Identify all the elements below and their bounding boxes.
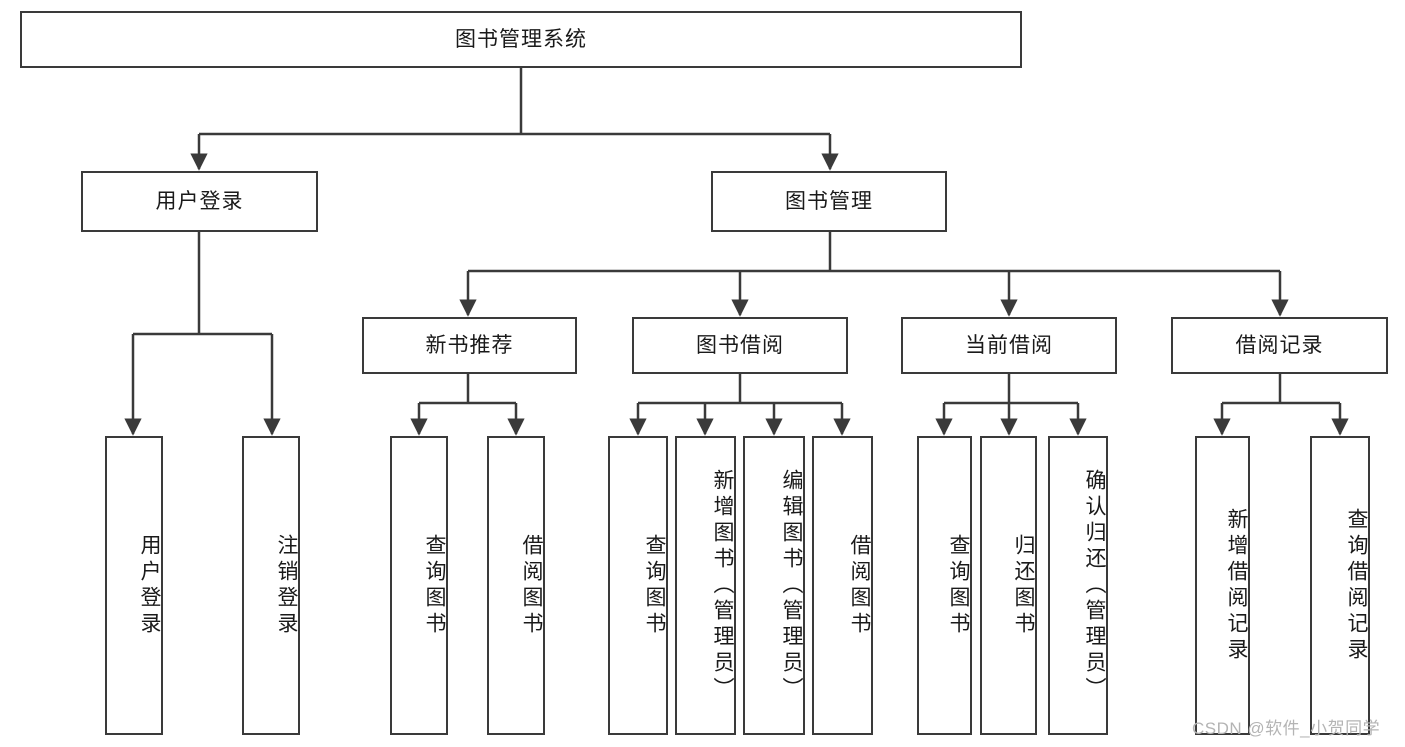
node-new-book-recommend[interactable]: 新书推荐: [362, 317, 577, 374]
leaf-query-book-borrow[interactable]: 查询图书: [608, 436, 668, 735]
node-borrow-record[interactable]: 借阅记录: [1171, 317, 1388, 374]
leaf-add-book-admin[interactable]: 新增图书（管理员）: [675, 436, 736, 735]
node-book-management[interactable]: 图书管理: [711, 171, 947, 232]
leaf-borrow-book[interactable]: 借阅图书: [812, 436, 873, 735]
leaf-edit-book-admin[interactable]: 编辑图书（管理员）: [743, 436, 805, 735]
leaf-add-borrow-record[interactable]: 新增借阅记录: [1195, 436, 1250, 735]
leaf-user-login[interactable]: 用户登录: [105, 436, 163, 735]
leaf-query-book-newbook[interactable]: 查询图书: [390, 436, 448, 735]
leaf-borrow-book-newbook[interactable]: 借阅图书: [487, 436, 545, 735]
node-book-borrow[interactable]: 图书借阅: [632, 317, 848, 374]
leaf-query-book-current[interactable]: 查询图书: [917, 436, 972, 735]
node-user-login[interactable]: 用户登录: [81, 171, 318, 232]
leaf-return-book[interactable]: 归还图书: [980, 436, 1037, 735]
node-root-system[interactable]: 图书管理系统: [20, 11, 1022, 68]
csdn-watermark: CSDN @软件_小贺同学: [1192, 719, 1381, 738]
node-current-borrow[interactable]: 当前借阅: [901, 317, 1117, 374]
leaf-query-borrow-record[interactable]: 查询借阅记录: [1310, 436, 1370, 735]
leaf-user-logout[interactable]: 注销登录: [242, 436, 300, 735]
leaf-confirm-return-admin[interactable]: 确认归还（管理员）: [1048, 436, 1108, 735]
